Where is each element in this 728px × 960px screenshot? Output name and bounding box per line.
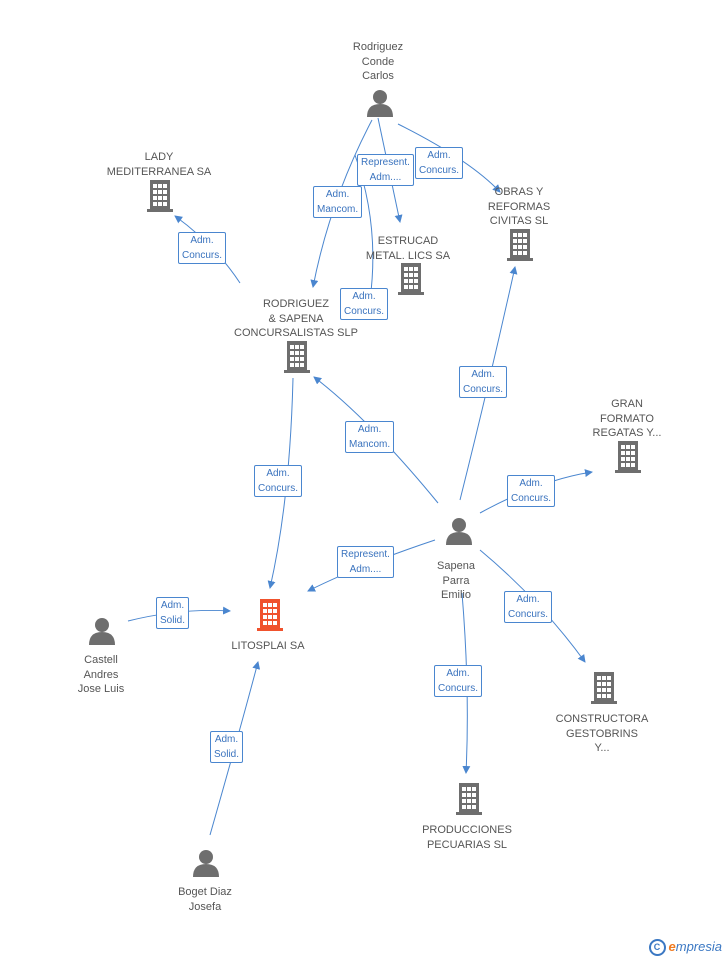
edge-label-line: Concurs. — [438, 683, 479, 694]
edge-label-line: Adm. — [214, 734, 239, 745]
node-label-line: Y... — [594, 742, 610, 754]
node-label-line: PECUARIAS SL — [426, 838, 508, 851]
node-label-line: Sapena — [437, 560, 475, 572]
node-label-line: ESTRUCAD — [377, 235, 439, 247]
edge-label-line: Concurs. — [511, 493, 552, 504]
edge-label-e9[interactable]: Adm. Concurs. — [507, 475, 556, 507]
edge-label-line: Represent. — [341, 549, 390, 560]
node-label-line: METAL. LICS SA — [365, 249, 451, 262]
edge-label-line: Solid. — [160, 615, 186, 626]
node-label-line: PRODUCCIONES — [422, 824, 512, 836]
edge-label-line: Mancom. — [349, 439, 391, 450]
edge-label-e7[interactable]: Adm. Mancom. — [345, 421, 395, 453]
edge-label-line: Solid. — [214, 749, 240, 760]
node-label-line: MEDITERRANEA SA — [106, 165, 212, 178]
node-label-line: LADY — [144, 151, 174, 163]
node-label-litosplai[interactable]: LITOSPLAI SA — [231, 639, 304, 654]
edge-label-line: Concurs. — [463, 384, 504, 395]
person-icon-sapena[interactable] — [445, 517, 473, 550]
building-icon-producciones[interactable] — [456, 783, 482, 820]
node-label-line: Conde — [361, 55, 395, 68]
edge-label-line: Adm. — [446, 668, 470, 679]
node-label-line: LITOSPLAI SA — [231, 640, 305, 652]
edge-label-line: Represent. — [361, 157, 410, 168]
node-label-line: REFORMAS — [487, 200, 551, 213]
node-label-line: Andres — [83, 668, 119, 681]
edge-label-e4[interactable]: Adm. Concurs. — [178, 232, 227, 264]
edge-label-line: Adm.... — [369, 172, 402, 183]
node-label-line: GRAN — [611, 398, 643, 410]
edge-label-e12[interactable]: Adm. Concurs. — [504, 591, 553, 623]
node-label-line: Boget Diaz — [178, 886, 232, 898]
node-label-obras[interactable]: OBRAS Y REFORMAS CIVITAS SL — [488, 185, 550, 229]
edge-label-line: Adm. — [266, 468, 290, 479]
node-label-rodriguez-sapena[interactable]: RODRIGUEZ & SAPENA CONCURSALISTAS SLP — [234, 297, 358, 341]
node-label-line: RODRIGUEZ — [262, 298, 329, 310]
edge-label-e6[interactable]: Adm. Concurs. — [459, 366, 508, 398]
node-label-line: FORMATO — [600, 412, 654, 425]
person-icon-castell[interactable] — [88, 617, 116, 650]
edge-label-line: Adm. — [357, 424, 382, 435]
edge-label-e13[interactable]: Adm. Concurs. — [434, 665, 483, 697]
node-label-line: Josefa — [188, 900, 222, 913]
edge-label-e1[interactable]: Represent. Adm.... — [357, 154, 414, 186]
node-label-estrucad[interactable]: ESTRUCAD METAL. LICS SA — [366, 234, 450, 263]
edge-label-line: Adm. — [160, 600, 185, 611]
node-label-line: Jose Luis — [77, 683, 125, 695]
node-label-line: CIVITAS SL — [489, 215, 549, 227]
building-icon-estrucad[interactable] — [398, 263, 424, 300]
edge-label-e14[interactable]: Adm. Solid. — [210, 731, 244, 763]
edge-label-line: Adm. — [519, 478, 543, 489]
node-label-line: Parra — [442, 574, 470, 587]
node-label-line: CONSTRUCTORA — [555, 713, 649, 725]
edge-label-line: Adm. — [427, 150, 451, 161]
edge-label-e8[interactable]: Adm. Concurs. — [254, 465, 303, 497]
node-label-line: REGATAS Y... — [592, 427, 662, 439]
building-icon-lady[interactable] — [147, 180, 173, 217]
edge-label-line: Concurs. — [182, 250, 223, 261]
edge-label-e11[interactable]: Adm. Solid. — [156, 597, 190, 629]
edge-label-line: Adm. — [471, 369, 495, 380]
node-label-line: OBRAS Y — [494, 186, 544, 198]
edge-label-e10[interactable]: Represent. Adm.... — [337, 546, 394, 578]
building-icon-litosplai[interactable] — [257, 599, 283, 636]
node-label-line: GESTOBRINS — [566, 727, 638, 740]
edge-label-line: Concurs. — [419, 165, 460, 176]
node-label-gran-formato[interactable]: GRAN FORMATO REGATAS Y... — [593, 397, 662, 441]
edge-label-line: Adm. — [516, 594, 540, 605]
edge-label-line: Mancom. — [317, 204, 359, 215]
node-label-lady[interactable]: LADY MEDITERRANEA SA — [107, 150, 212, 179]
node-label-line: Carlos — [362, 70, 394, 82]
person-icon-rodriguez-conde[interactable] — [366, 89, 394, 122]
edge-label-e5[interactable]: Adm. Concurs. — [340, 288, 389, 320]
edge-label-line: Concurs. — [258, 483, 299, 494]
node-label-line: CONCURSALISTAS SLP — [234, 327, 358, 339]
node-label-line: Emilio — [441, 589, 471, 601]
node-label-constructora[interactable]: CONSTRUCTORA GESTOBRINS Y... — [556, 712, 649, 756]
person-icon-boget[interactable] — [192, 849, 220, 882]
building-icon-gran-formato[interactable] — [615, 441, 641, 478]
edge-label-e3[interactable]: Adm. Mancom. — [313, 186, 363, 218]
edge-label-line: Adm. — [352, 291, 376, 302]
edge-label-e2[interactable]: Adm. Concurs. — [415, 147, 464, 179]
node-label-line: Castell — [84, 654, 118, 666]
building-icon-constructora[interactable] — [591, 672, 617, 709]
node-label-line: & SAPENA — [268, 312, 324, 325]
copyright-icon: C — [648, 939, 666, 956]
edge-label-line: Adm. — [325, 189, 350, 200]
building-icon-obras[interactable] — [507, 229, 533, 266]
building-icon-rodriguez-sapena[interactable] — [284, 341, 310, 378]
edge-label-line: Concurs. — [344, 306, 385, 317]
node-label-line: Rodriguez — [352, 41, 404, 53]
edge-label-line: Adm. — [190, 235, 214, 246]
edge-label-line: Concurs. — [508, 609, 549, 620]
edge-label-line: Adm.... — [349, 564, 382, 575]
node-label-producciones[interactable]: PRODUCCIONES PECUARIAS SL — [422, 823, 512, 852]
